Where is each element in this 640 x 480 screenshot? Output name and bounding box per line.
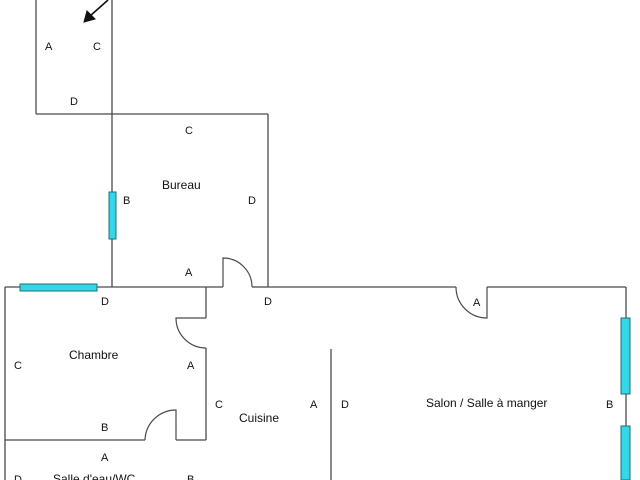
wall-letter: D [264, 296, 272, 308]
window-salon-right-upper [620, 317, 631, 395]
window-bureau-left [108, 191, 117, 240]
door-bureau [222, 257, 253, 288]
wall-letter: C [93, 41, 101, 53]
doors [144, 257, 488, 441]
wall-letter: A [473, 297, 481, 309]
room-label-bureau: Bureau [162, 178, 201, 192]
walls [4, 0, 627, 480]
wall-letter: B [123, 195, 130, 207]
wall-letter: D [248, 195, 256, 207]
wall-letter: B [101, 422, 108, 434]
arrow-down-left-icon [83, 0, 109, 23]
room-label-salon: Salon / Salle à manger [426, 396, 547, 410]
window-chambre-top [19, 283, 98, 292]
wall-letter: C [215, 399, 223, 411]
wall-letter: A [187, 360, 195, 372]
wall-letter: B [606, 399, 613, 411]
wall-letter: D [341, 399, 349, 411]
wall-letter: A [185, 267, 193, 279]
wall-letter: A [45, 41, 53, 53]
window-salon-right-lower [620, 425, 631, 480]
door-salle-eau [144, 409, 177, 441]
room-label-cuisine: Cuisine [239, 411, 279, 425]
wall-letter: D [70, 96, 78, 108]
door-salon [455, 286, 488, 319]
wall-letter: B [187, 474, 194, 480]
wall-letter: D [101, 296, 109, 308]
room-label-chambre: Chambre [69, 348, 119, 362]
wall-letter: C [14, 360, 22, 372]
wall-letter: A [310, 399, 318, 411]
windows [19, 191, 631, 480]
room-label-salle-eau: Salle d'eau/WC [53, 472, 136, 480]
wall-letter: D [14, 474, 22, 480]
door-chambre [175, 317, 207, 349]
wall-letter: A [101, 452, 109, 464]
wall-letter: C [185, 125, 193, 137]
